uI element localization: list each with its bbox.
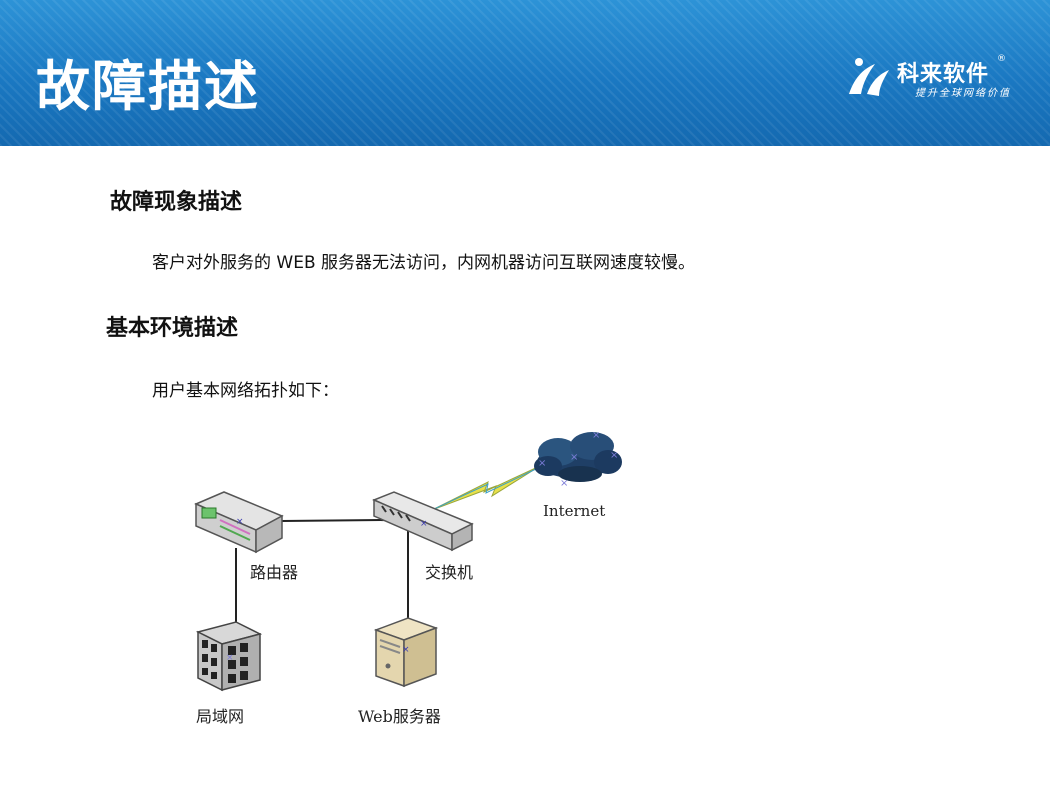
- environment-text: 用户基本网络拓扑如下：: [152, 381, 339, 401]
- svg-text:×: ×: [592, 430, 600, 441]
- svg-text:×: ×: [610, 450, 618, 461]
- logo-slogan: 提升全球网络价值: [915, 88, 1011, 99]
- label-router: 路由器: [250, 563, 298, 582]
- wireless-link-icon: [431, 465, 541, 511]
- svg-text:×: ×: [226, 653, 234, 663]
- svg-text:×: ×: [560, 478, 568, 489]
- svg-text:×: ×: [570, 452, 578, 463]
- lan-building-icon: ×: [195, 621, 263, 692]
- label-web-server: Web服务器: [358, 707, 441, 726]
- svg-text:×: ×: [236, 517, 244, 527]
- svg-text:×: ×: [538, 458, 546, 469]
- section-heading-symptom: 故障现象描述: [110, 190, 243, 215]
- internet-cloud-icon: × × × × ×: [534, 430, 622, 489]
- logo-mark-icon: [849, 58, 889, 96]
- logo-name: 科来软件: [897, 62, 990, 87]
- switch-icon: ×: [372, 491, 474, 552]
- page-title: 故障描述: [36, 55, 260, 118]
- link-router-switch: [281, 519, 389, 522]
- label-switch: 交换机: [425, 563, 473, 582]
- svg-text:×: ×: [402, 645, 410, 655]
- label-lan: 局域网: [196, 707, 244, 726]
- router-icon: ×: [194, 491, 284, 554]
- section-heading-environment: 基本环境描述: [106, 316, 239, 341]
- header-banner: 故障描述 科来软件 ® 提升全球网络价值: [0, 0, 1050, 146]
- web-server-icon: ×: [373, 617, 439, 688]
- svg-text:×: ×: [420, 519, 428, 529]
- symptom-text: 客户对外服务的 WEB 服务器无法访问，内网机器访问互联网速度较慢。: [152, 253, 696, 273]
- company-logo: 科来软件 ® 提升全球网络价值: [845, 54, 1035, 104]
- label-internet: Internet: [543, 502, 605, 520]
- logo-registered-mark: ®: [997, 54, 1006, 64]
